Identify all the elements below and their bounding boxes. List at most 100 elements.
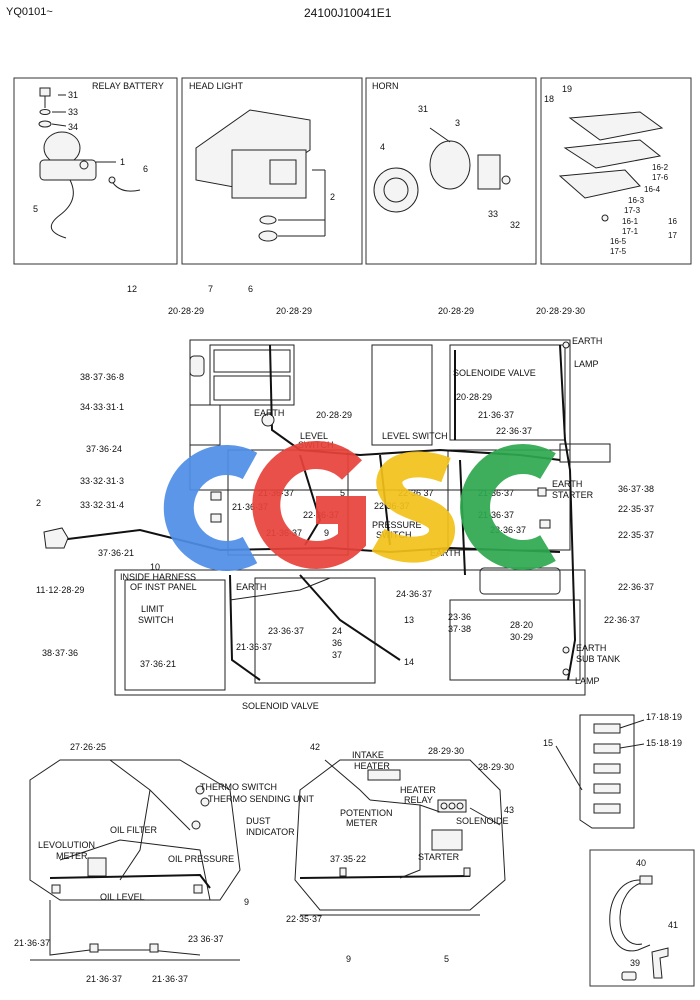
label-thermo-sending: THERMO SENDING UNIT — [208, 794, 315, 804]
callout-31: 31 — [68, 90, 78, 100]
callout-4: 4 — [380, 142, 385, 152]
label-intake: INTAKE — [352, 750, 384, 760]
callout-5-main: 5 — [340, 488, 345, 498]
callout-37-36-24: 37·36·24 — [86, 444, 122, 454]
label-earth-sub: EARTH — [576, 643, 606, 653]
callout-30-29: 30·29 — [510, 632, 533, 642]
strap-panel: 40 41 39 — [589, 849, 695, 987]
label-solenoid-valve: SOLENOID VALVE — [242, 701, 319, 711]
callout-9-engine-left: 9 — [244, 897, 249, 907]
callout-7: 7 — [208, 284, 213, 294]
callout-33: 33 — [68, 107, 78, 117]
fuse-box: 17·18·19 15·18·19 15 — [543, 712, 682, 829]
callout-28-29-30-a: 28·29·30 — [428, 746, 464, 756]
label-level-switch-mid: LEVEL SWITCH — [382, 431, 448, 441]
callout-15: 15 — [543, 738, 553, 748]
callout-21-36-37-engine-a: 21·36·37 — [14, 938, 50, 948]
svg-text:17-5: 17-5 — [610, 247, 627, 256]
label-dust: DUST — [246, 816, 271, 826]
callout-2-headlight: 2 — [330, 192, 335, 202]
callout-28-20: 28·20 — [510, 620, 533, 630]
label-intake-heater: HEATER — [354, 761, 390, 771]
label-thermo-switch: THERMO SWITCH — [200, 782, 277, 792]
callout-41: 41 — [668, 920, 678, 930]
watermark-letter-g-red — [252, 441, 366, 569]
label-pressure: PRESSURE — [372, 520, 422, 530]
model-code: YQ0101~ — [6, 6, 53, 18]
callout-34: 34 — [68, 122, 78, 132]
callout-23-col-2: 37·38 — [448, 624, 471, 634]
callout-9-engine-mid: 9 — [346, 954, 351, 964]
callout-14: 14 — [404, 657, 414, 667]
callout-12: 12 — [127, 284, 137, 294]
horn-panel: HORN 31 3 4 33 32 — [365, 77, 537, 265]
relay-battery-title: RELAY BATTERY — [92, 81, 164, 91]
relay-battery-panel: RELAY BATTERY 31 33 34 1 6 5 — [13, 77, 178, 265]
svg-text:16-5: 16-5 — [610, 237, 627, 246]
label-earth-center: EARTH — [430, 548, 460, 558]
svg-text:17-3: 17-3 — [624, 206, 641, 215]
callout-19: 19 — [562, 84, 572, 94]
callout-23-36-37-engine: 23 36·37 — [188, 934, 224, 944]
callout-38-37-36-8: 38·37·36·8 — [80, 372, 124, 382]
label-earth-lamp: EARTH — [572, 336, 602, 346]
svg-text:17-1: 17-1 — [622, 227, 639, 236]
callout-1: 1 — [120, 157, 125, 167]
callout-20-28-29-b: 20·28·29 — [276, 306, 312, 316]
label-earth-starter: EARTH — [552, 479, 582, 489]
label-oil-pressure: OIL PRESSURE — [168, 854, 234, 864]
callout-22-36-37-e: 22·36·37 — [618, 582, 654, 592]
callout-31-horn: 31 — [418, 104, 428, 114]
lamp-callouts: 16-2 17-6 16-4 16-3 17-3 16-1 17-1 16 17… — [610, 163, 677, 256]
callout-6: 6 — [143, 164, 148, 174]
watermark-logo — [163, 441, 556, 571]
callout-23-36-37-a: 23·36·37 — [490, 525, 526, 535]
callout-33-32-31-3: 33·32·31·3 — [80, 476, 124, 486]
label-lamp-bottom: LAMP — [575, 676, 600, 686]
callout-32: 32 — [510, 220, 520, 230]
callout-43: 43 — [504, 805, 514, 815]
engine-mid — [294, 759, 506, 916]
callout-15-18-19: 15·18·19 — [646, 738, 682, 748]
engine-mid-labels: 42 INTAKE HEATER 28·29·30 28·29·30 HEATE… — [286, 742, 514, 964]
callout-2-main: 2 — [36, 498, 41, 508]
callout-36-37-38: 36·37·38 — [618, 484, 654, 494]
callout-24-36-37: 24·36·37 — [396, 589, 432, 599]
label-heater-relay: RELAY — [404, 795, 433, 805]
horn-title: HORN — [372, 81, 399, 91]
label-inst-panel: OF INST PANEL — [130, 582, 197, 592]
callout-28-29-30-b: 28·29·30 — [478, 762, 514, 772]
watermark-letter-s-yellow — [371, 451, 455, 563]
engine-left — [29, 759, 241, 961]
callout-33-horn: 33 — [488, 209, 498, 219]
head-light-title: HEAD LIGHT — [189, 81, 244, 91]
callout-40: 40 — [636, 858, 646, 868]
label-solenoide-valve: SOLENOIDE VALVE — [453, 368, 536, 378]
label-levolution: LEVOLUTION — [38, 840, 95, 850]
label-limit-switch: SWITCH — [138, 615, 174, 625]
callout-10: 10 — [150, 562, 160, 572]
label-starter: STARTER — [552, 490, 594, 500]
svg-text:16-1: 16-1 — [622, 217, 639, 226]
callout-23-col-1: 23·36 — [448, 612, 471, 622]
svg-text:16-4: 16-4 — [644, 185, 661, 194]
callout-20-28-29-c: 20·28·29 — [438, 306, 474, 316]
callout-22-36-37-a: 22·36·37 — [496, 426, 532, 436]
label-heater: HEATER — [400, 785, 436, 795]
callout-5: 5 — [33, 204, 38, 214]
label-levolution-meter: METER — [56, 851, 88, 861]
label-inside-harness: INSIDE HARNESS — [120, 572, 196, 582]
callout-3: 3 — [455, 118, 460, 128]
callout-5-engine-mid: 5 — [444, 954, 449, 964]
callout-21-36-37-c: 21·36·37 — [478, 488, 514, 498]
callout-42: 42 — [310, 742, 320, 752]
callout-20-28-29-d: 20·28·29 — [456, 392, 492, 402]
callout-13: 13 — [404, 615, 414, 625]
callout-18: 18 — [544, 94, 554, 104]
callout-27-26-25: 27·26·25 — [70, 742, 106, 752]
callout-21-36-37-a: 21·36·37 — [478, 410, 514, 420]
callout-22-36-37-f: 22·36·37 — [604, 615, 640, 625]
callout-6-main: 6 — [248, 284, 253, 294]
